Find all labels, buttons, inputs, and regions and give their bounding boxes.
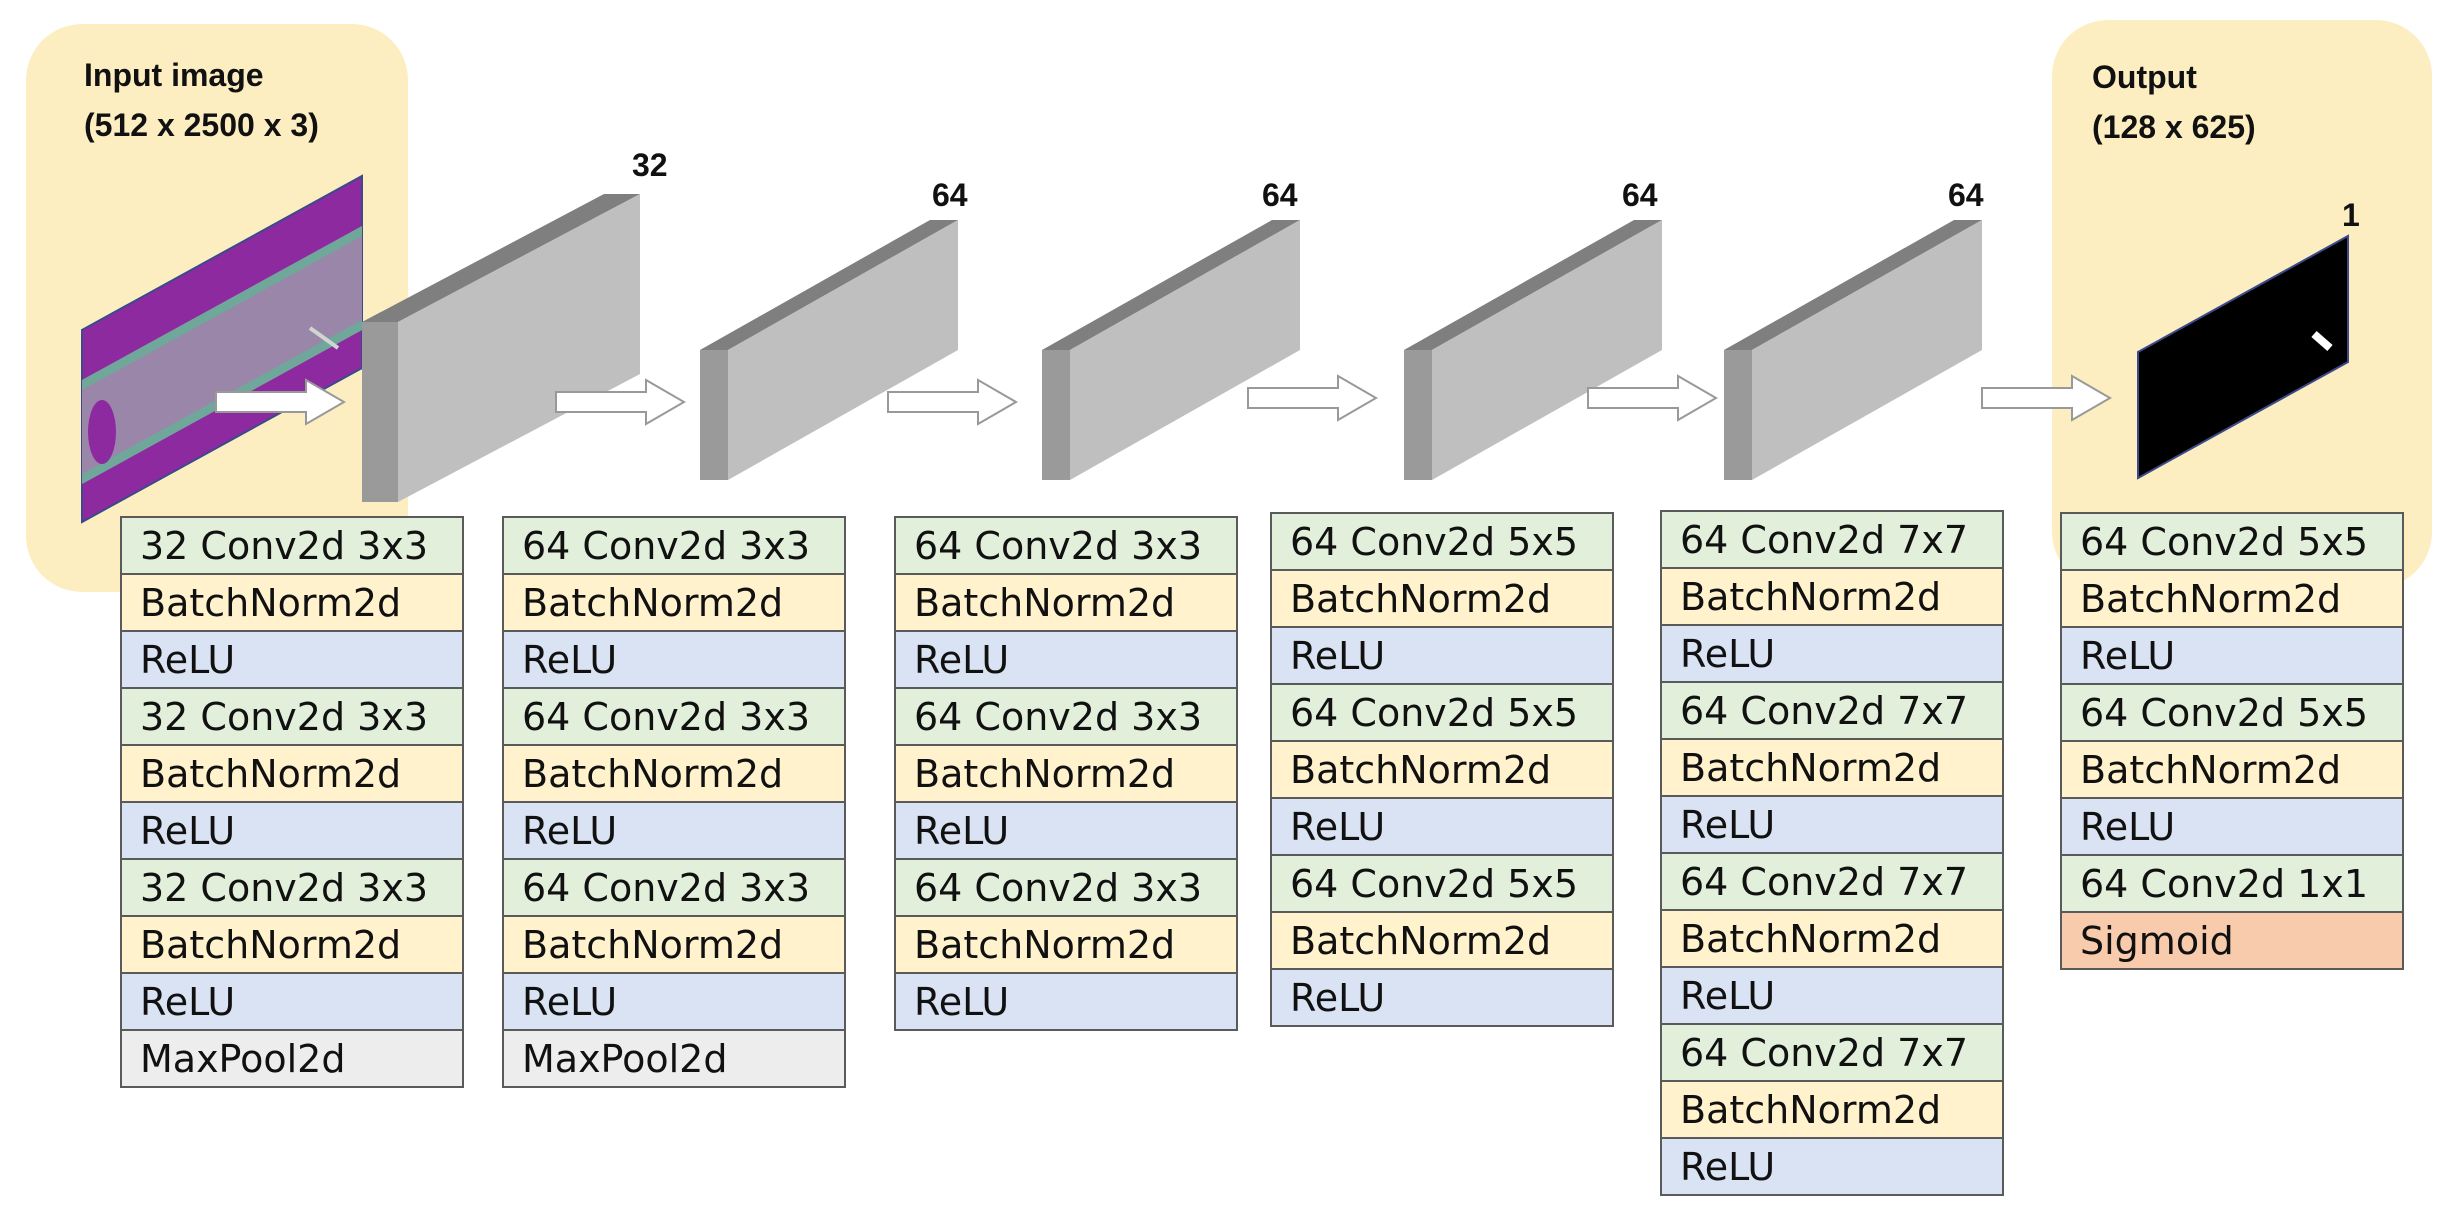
- layer-conv: 64 Conv2d 3x3: [502, 687, 846, 746]
- layer-conv: 32 Conv2d 3x3: [120, 687, 464, 746]
- layer-conv: 64 Conv2d 7x7: [1660, 852, 2004, 911]
- input-label: Input image (512 x 2500 x 3): [84, 50, 319, 150]
- layer-conv: 64 Conv2d 7x7: [1660, 1023, 2004, 1082]
- arrow-2: [555, 378, 686, 426]
- input-title: Input image: [84, 57, 264, 93]
- layer-conv: 64 Conv2d 5x5: [1270, 512, 1614, 571]
- layer-bn: BatchNorm2d: [894, 915, 1238, 974]
- layer-relu: ReLU: [2060, 626, 2404, 685]
- layer-conv: 64 Conv2d 5x5: [1270, 683, 1614, 742]
- layer-conv: 64 Conv2d 3x3: [894, 687, 1238, 746]
- input-dims: (512 x 2500 x 3): [84, 107, 319, 143]
- layer-conv: 64 Conv2d 5x5: [1270, 854, 1614, 913]
- layer-bn: BatchNorm2d: [1270, 569, 1614, 628]
- layer-sig: Sigmoid: [2060, 911, 2404, 970]
- channel-label-4: 64: [1622, 177, 1658, 213]
- layer-bn: BatchNorm2d: [1660, 567, 2004, 626]
- layer-conv: 64 Conv2d 3x3: [502, 516, 846, 575]
- layer-relu: ReLU: [1270, 968, 1614, 1027]
- layer-conv: 64 Conv2d 3x3: [894, 516, 1238, 575]
- feature-block-3: [1042, 220, 1300, 480]
- channel-label-output: 1: [2342, 197, 2360, 233]
- arrow-4: [1247, 374, 1378, 422]
- layer-relu: ReLU: [1660, 624, 2004, 683]
- layer-conv: 64 Conv2d 7x7: [1660, 510, 2004, 569]
- output-mask: [2137, 234, 2349, 480]
- layer-conv: 32 Conv2d 3x3: [120, 858, 464, 917]
- arrow-6: [1981, 374, 2112, 422]
- layer-relu: ReLU: [894, 972, 1238, 1031]
- layer-relu: ReLU: [502, 972, 846, 1031]
- layer-conv: 64 Conv2d 7x7: [1660, 681, 2004, 740]
- layer-bn: BatchNorm2d: [502, 573, 846, 632]
- layer-bn: BatchNorm2d: [502, 744, 846, 803]
- layer-relu: ReLU: [120, 801, 464, 860]
- layer-relu: ReLU: [2060, 797, 2404, 856]
- channel-label-3: 64: [1262, 177, 1298, 213]
- layer-relu: ReLU: [502, 801, 846, 860]
- layer-relu: ReLU: [1270, 626, 1614, 685]
- arrow-3: [887, 378, 1018, 426]
- layer-bn: BatchNorm2d: [894, 573, 1238, 632]
- layer-pool: MaxPool2d: [502, 1029, 846, 1088]
- layer-conv: 64 Conv2d 1x1: [2060, 854, 2404, 913]
- layer-bn: BatchNorm2d: [2060, 569, 2404, 628]
- layer-conv: 64 Conv2d 3x3: [502, 858, 846, 917]
- layer-conv: 64 Conv2d 5x5: [2060, 512, 2404, 571]
- layer-bn: BatchNorm2d: [894, 744, 1238, 803]
- channel-label-1: 32: [632, 147, 668, 183]
- layer-relu: ReLU: [120, 972, 464, 1031]
- layer-conv: 64 Conv2d 5x5: [2060, 683, 2404, 742]
- output-dims: (128 x 625): [2092, 109, 2256, 145]
- feature-block-5: [1724, 220, 1982, 480]
- layer-relu: ReLU: [1660, 966, 2004, 1025]
- feature-block-2: [700, 220, 958, 480]
- layer-relu: ReLU: [502, 630, 846, 689]
- layer-relu: ReLU: [894, 630, 1238, 689]
- layer-bn: BatchNorm2d: [1270, 911, 1614, 970]
- layer-relu: ReLU: [1270, 797, 1614, 856]
- layer-bn: BatchNorm2d: [1660, 738, 2004, 797]
- layer-bn: BatchNorm2d: [1660, 1080, 2004, 1139]
- feature-block-4: [1404, 220, 1662, 480]
- layer-relu: ReLU: [1660, 795, 2004, 854]
- layer-bn: BatchNorm2d: [120, 915, 464, 974]
- channel-label-5: 64: [1948, 177, 1984, 213]
- layer-bn: BatchNorm2d: [2060, 740, 2404, 799]
- arrow-5: [1587, 374, 1718, 422]
- arrow-1: [215, 378, 346, 426]
- layer-bn: BatchNorm2d: [1660, 909, 2004, 968]
- output-title: Output: [2092, 59, 2197, 95]
- input-image: [81, 174, 363, 524]
- layer-bn: BatchNorm2d: [120, 744, 464, 803]
- layer-relu: ReLU: [894, 801, 1238, 860]
- layer-conv: 64 Conv2d 3x3: [894, 858, 1238, 917]
- layer-bn: BatchNorm2d: [502, 915, 846, 974]
- layer-pool: MaxPool2d: [120, 1029, 464, 1088]
- layer-relu: ReLU: [1660, 1137, 2004, 1196]
- layer-relu: ReLU: [120, 630, 464, 689]
- output-label: Output (128 x 625): [2092, 52, 2256, 152]
- layer-conv: 32 Conv2d 3x3: [120, 516, 464, 575]
- feature-block-1: [362, 194, 640, 502]
- layer-bn: BatchNorm2d: [1270, 740, 1614, 799]
- layer-bn: BatchNorm2d: [120, 573, 464, 632]
- channel-label-2: 64: [932, 177, 968, 213]
